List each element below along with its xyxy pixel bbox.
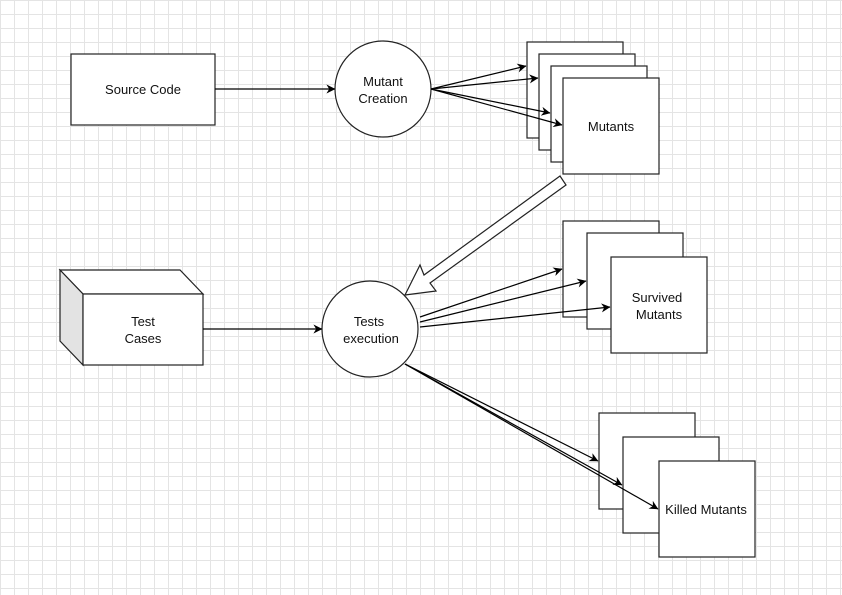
edge-execution-to-survived [419, 303, 611, 328]
survived-mutants-label-line1: Survived [632, 290, 683, 305]
mutants-stack-card [562, 77, 660, 175]
edge-execution-to-killed [404, 363, 659, 510]
mutant-creation-label-line1: Mutant [363, 74, 403, 89]
edge-creation-to-mutants [430, 88, 551, 116]
big-hollow-arrow [403, 175, 567, 296]
killed-stack-card [658, 460, 756, 558]
mutants-label: Mutants [588, 119, 635, 134]
edge-creation-to-mutants [430, 88, 563, 128]
tests-execution-label-line2: execution [343, 331, 399, 346]
test-cases-node[interactable]: Test Cases [58, 268, 205, 367]
tests-execution-label-line1: Tests [354, 314, 385, 329]
edge-creation-to-mutants [430, 63, 527, 90]
edge-execution-to-survived [419, 267, 563, 318]
source-code-node[interactable]: Source Code [70, 53, 216, 126]
killed-mutants-label: Killed Mutants [665, 502, 747, 517]
edge-execution-to-survived [419, 278, 587, 323]
killed-mutants-node[interactable]: Killed Mutants [598, 412, 756, 558]
test-cases-label-line2: Cases [125, 331, 162, 346]
mutants-node[interactable]: Mutants [526, 41, 660, 175]
mutant-creation-node[interactable]: Mutant Creation [334, 40, 432, 138]
test-cases-label-line1: Test [131, 314, 155, 329]
edge-creation-to-mutants [430, 74, 539, 90]
survived-mutants-label-line2: Mutants [636, 307, 683, 322]
edge-execution-to-killed [404, 363, 599, 462]
survived-stack-card [610, 256, 708, 354]
mutant-creation-label-line2: Creation [358, 91, 407, 106]
source-code-label: Source Code [105, 82, 181, 97]
survived-mutants-node[interactable]: Survived Mutants [562, 220, 708, 354]
tests-execution-node[interactable]: Tests execution [321, 280, 419, 378]
